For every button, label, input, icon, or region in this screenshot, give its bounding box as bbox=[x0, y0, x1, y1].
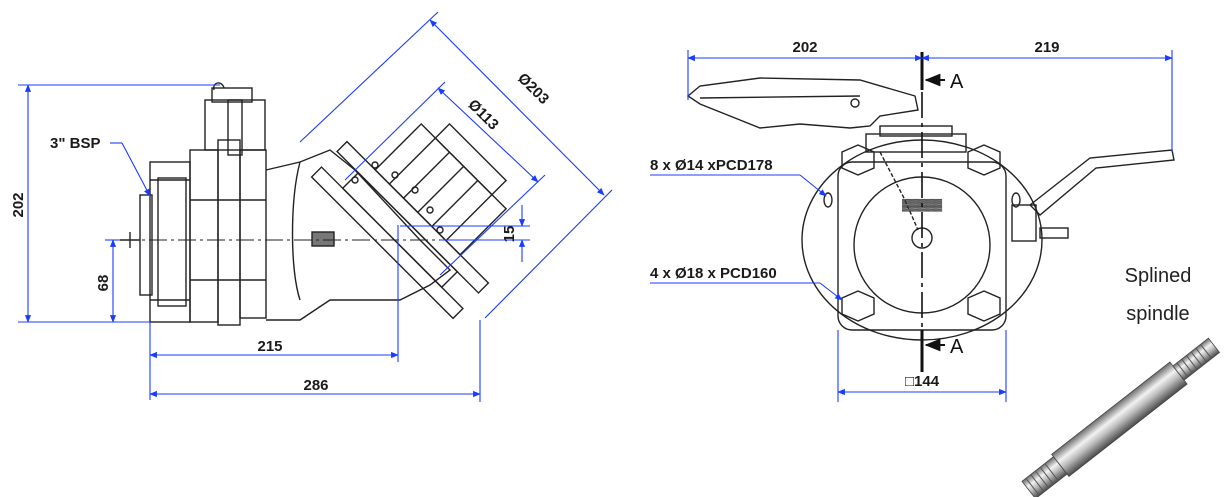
section-mark-top: A bbox=[950, 71, 964, 93]
hole-pattern-2: 4 x Ø18 x PCD160 bbox=[650, 265, 777, 282]
dim-side-height: 202 bbox=[10, 192, 27, 217]
side-dimension-lines bbox=[18, 11, 613, 402]
front-view: ▓▓▓▓▓ A A 202 219 8 x Ø14 xPCD178 4 x bbox=[650, 39, 1175, 402]
hole-pattern-1: 8 x Ø14 xPCD178 bbox=[650, 157, 773, 174]
dim-side-length-inner: 215 bbox=[257, 338, 282, 355]
dim-front-left: 202 bbox=[792, 39, 817, 56]
spindle-section: Splined spindle bbox=[1021, 265, 1221, 497]
dim-front-right: 219 bbox=[1034, 39, 1059, 56]
dim-front-square: □144 bbox=[905, 373, 940, 390]
dim-outlet-dia-large: Ø203 bbox=[514, 70, 552, 108]
dim-side-offset: 15 bbox=[501, 226, 518, 243]
section-mark-bottom: A bbox=[950, 336, 964, 358]
side-view: 202 68 15 215 286 3" BSP Ø203 Ø113 bbox=[10, 11, 613, 402]
dim-side-center: 68 bbox=[95, 275, 112, 292]
spindle-image bbox=[1021, 337, 1221, 497]
spindle-caption-line1: Splined bbox=[1125, 265, 1192, 287]
dim-outlet-dia-small: Ø113 bbox=[464, 96, 501, 133]
thread-label: 3" BSP bbox=[50, 135, 100, 152]
dim-side-length-outer: 286 bbox=[303, 377, 328, 394]
front-dimension-lines bbox=[650, 50, 1173, 402]
spindle-caption-line2: spindle bbox=[1126, 303, 1189, 325]
